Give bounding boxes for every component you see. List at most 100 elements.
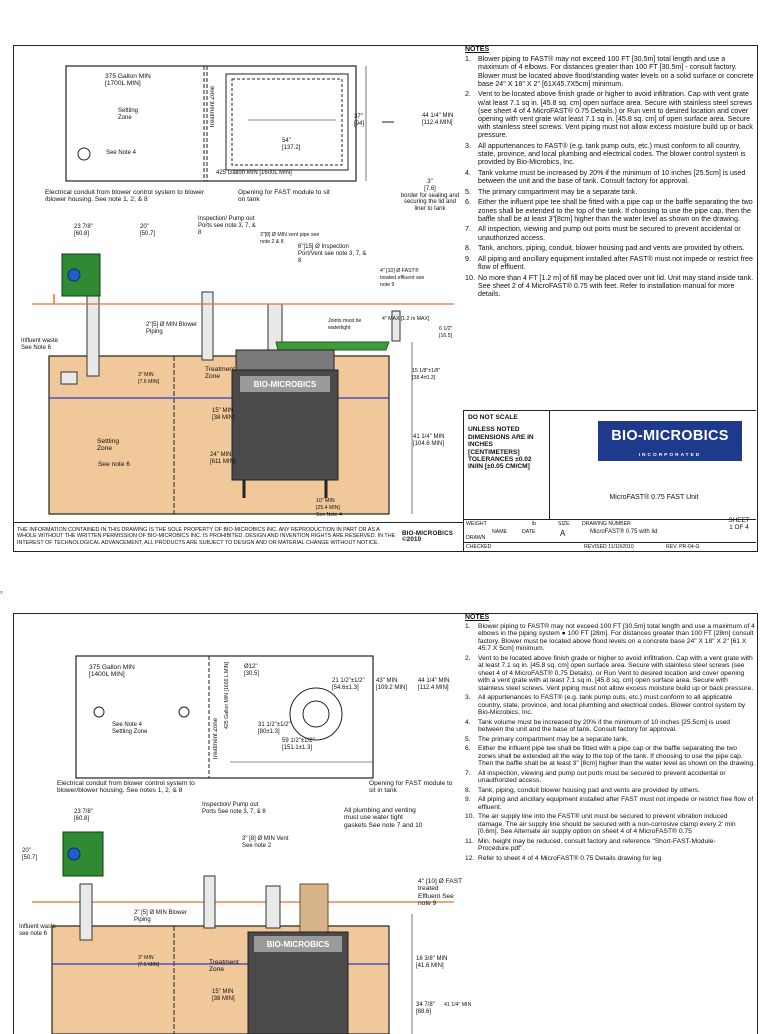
vent-label-2: 3" [8] Ø MIN Vent See note 2 (242, 836, 289, 849)
plan-port-circle-2 (302, 700, 330, 728)
influent-riser-2 (79, 883, 93, 941)
opening-fast-label-2: Opening for FAST module to sit in tank (369, 780, 453, 795)
drawn-row: DRAWN (466, 535, 486, 541)
note-number: 5. (465, 735, 471, 743)
note-number: 4. (465, 169, 471, 178)
dim-59: 59 1/2"±1/2"[151.1±1.3] (282, 738, 315, 751)
dim-23-2: 23 7/8"[60.8] (74, 809, 93, 822)
weight-row: WEIGHT lb SIZE DRAWING NUMBER (464, 519, 756, 529)
dim-54: 54"[137.2] (282, 138, 301, 151)
vent-pipe-label: 3"[8] Ø MIN vent pipe see note 2 & 8 (260, 232, 320, 245)
plan-inspection-circle (93, 706, 105, 718)
plan-settling-zone: Settling Zone (118, 108, 139, 121)
joints-label: Joints must be watertight (328, 318, 362, 331)
blower-piping-label: 2"[5] Ø MIN Blower Piping (146, 322, 198, 335)
dim-44-2: 44 1/4" MIN[112.4 MIN] (418, 678, 450, 691)
dim-21: 21 1/2"±1/2"[54.6±1.3] (332, 678, 365, 691)
electrical-conduit-label-2: Electrical conduit from blower control s… (57, 780, 195, 795)
dim-41: 41 1/4" MIN[104.6 MIN] (413, 434, 445, 447)
notes-heading-2: NOTES (465, 614, 490, 621)
note-item: 5. The primary compartment may be a separ… (463, 188, 755, 196)
note-text: All appurtenances to FAST® (e.g. tank pu… (478, 142, 746, 167)
note-text: Vent to be located above finish grade or… (478, 90, 753, 140)
dim-23: 23 7/8"[60.8] (74, 224, 93, 237)
note-number: 6. (465, 198, 471, 207)
section-view: BIO-MICROBICS (32, 291, 454, 515)
note-number: 10. (465, 273, 475, 282)
dim-6: 6 1/2"[16.5] (439, 326, 453, 339)
blower-piping-label-2: 2" [5] Ø MIN Blower Piping (134, 910, 187, 923)
plan-tank-outline (65, 65, 357, 182)
note-number: 5. (465, 187, 471, 196)
drawing-sheet-1: BIO-MICROBICS 375 Gallon MIN [1700L MIN]… (13, 45, 758, 552)
blower-motor-icon (67, 268, 81, 282)
notes-list-2: 1.Blower piping to FAST® may not exceed … (463, 623, 755, 863)
fast-effluent-label: 4" [10] Ø FAST® treated effluent see not… (380, 268, 425, 288)
note-item: 3. All appurtenances to FAST® (e.g. tank … (463, 694, 755, 717)
note-item: 9. All piping and ancillary equipment ins… (463, 796, 755, 811)
tolerance-text: UNLESS NOTED DIMENSIONS ARE IN INCHES [C… (468, 426, 534, 471)
dia-12: Ø12"[30.5] (244, 664, 260, 677)
sheet2-drawing: BIO-MICROBICS (32, 655, 454, 1034)
note-item: 8.Tank, anchors, piping, conduit, blower… (463, 244, 755, 252)
notes-list: 1. Blower piping to FAST® may not exceed … (463, 55, 755, 298)
note-item: 6.Either the influent pipe tee shall be … (463, 745, 755, 768)
note-item: 3.All appurtenances to FAST® (e.g. tank … (463, 142, 755, 167)
plan-view (65, 65, 394, 182)
plan-view-2 (75, 655, 374, 779)
note-number: 8. (465, 244, 471, 253)
treatment-zone-label-2: Treatment Zone (209, 959, 239, 974)
note-item: 7. All inspection, viewing and pump out p… (463, 770, 755, 785)
note-number: 3. (465, 694, 471, 701)
plan-unit-opening (225, 73, 349, 171)
dim-10: 10" MIN[25.4 MIN]See Note 4 (316, 498, 342, 518)
dim-37: 37"[94] (354, 114, 365, 127)
tolerance-box: DO NOT SCALE UNLESS NOTED DIMENSIONS ARE… (464, 411, 550, 519)
blower-housing-2 (62, 831, 104, 877)
note-number: 7. (465, 769, 471, 777)
note-number: 9. (465, 254, 471, 263)
dim-4max: 4" MAX [1.2 m MAX] (382, 316, 430, 322)
footer: THE INFORMATION CONTAINED IN THIS DRAWIN… (14, 522, 463, 551)
note-text: All inspection, viewing and pump out por… (478, 769, 726, 785)
note-text: The primary compartment may be a separat… (478, 187, 638, 196)
border-callout: 3"[7.6]border for sealing and securing t… (400, 179, 460, 213)
note-text: Min. height may be reduced, consult fact… (478, 837, 716, 853)
fast-lid (275, 341, 390, 351)
note-number: 1. (465, 55, 471, 64)
note-number: 9. (465, 796, 471, 803)
note-text: All piping and ancillary equipment insta… (478, 796, 754, 811)
influent-label-2: Influent waste see note 6 (19, 924, 57, 937)
plumbing-label-2: All plumbing and venting must use water … (344, 807, 423, 829)
note-item: 4.Tank volume must be increased by 20% i… (463, 719, 755, 734)
inspection-ports-label-2: Inspection/ Pump out Ports See note 3, 7… (202, 802, 266, 815)
sheet-number: SHEET 1 OF 4 (728, 517, 750, 531)
note-number: 1. (465, 622, 471, 630)
note-number: 7. (465, 225, 471, 234)
dim-20: 20"[50.7] (140, 224, 156, 237)
note-item: 2. Vent to be located above finish grade … (463, 90, 755, 139)
note-text: Blower piping to FAST® may not exceed 10… (478, 55, 754, 88)
note-item: 6.Either the influent pipe tee shall be … (463, 198, 755, 223)
copyright-text: BIO-MICROBICS ©2010 (402, 530, 454, 544)
note-number: 11. (465, 837, 474, 845)
blower-housing (53, 253, 101, 304)
note-text: Tank volume must be increased by 20% if … (478, 169, 746, 186)
plan-gallon-side-2: 425 Gallon MIN [1600 L MIN] (224, 662, 230, 729)
liter-min-text: [1700L MIN] (105, 80, 141, 88)
plan-gallon-label-2: 375 Gallon MIN[1400L MIN] (89, 664, 135, 679)
note-item: 8.Tank, piping, conduit blower housing p… (463, 787, 755, 795)
inspection-port-label: 6"[15] Ø Inspection Port/Vent see note 3… (298, 244, 367, 264)
dim-3min: 3" MIN[7.6 MIN] (138, 372, 160, 385)
note-number: 6. (465, 745, 471, 752)
note-item: 10.No more than 4 FT [1.2 m] of fill may… (463, 274, 755, 299)
note-number: 12. (465, 854, 475, 862)
note-number: 2. (465, 90, 471, 99)
plan-unit-border (231, 78, 343, 166)
note-text: No more than 4 FT [1.2 m] of fill may be… (478, 273, 754, 298)
plan-unit-circle (289, 687, 343, 741)
note-text: Tank volume must be increased by 20% if … (478, 718, 731, 734)
note-text: All appurtenances to FAST® (e.g. tank pu… (478, 694, 746, 716)
margin-mark: ° (0, 590, 4, 599)
